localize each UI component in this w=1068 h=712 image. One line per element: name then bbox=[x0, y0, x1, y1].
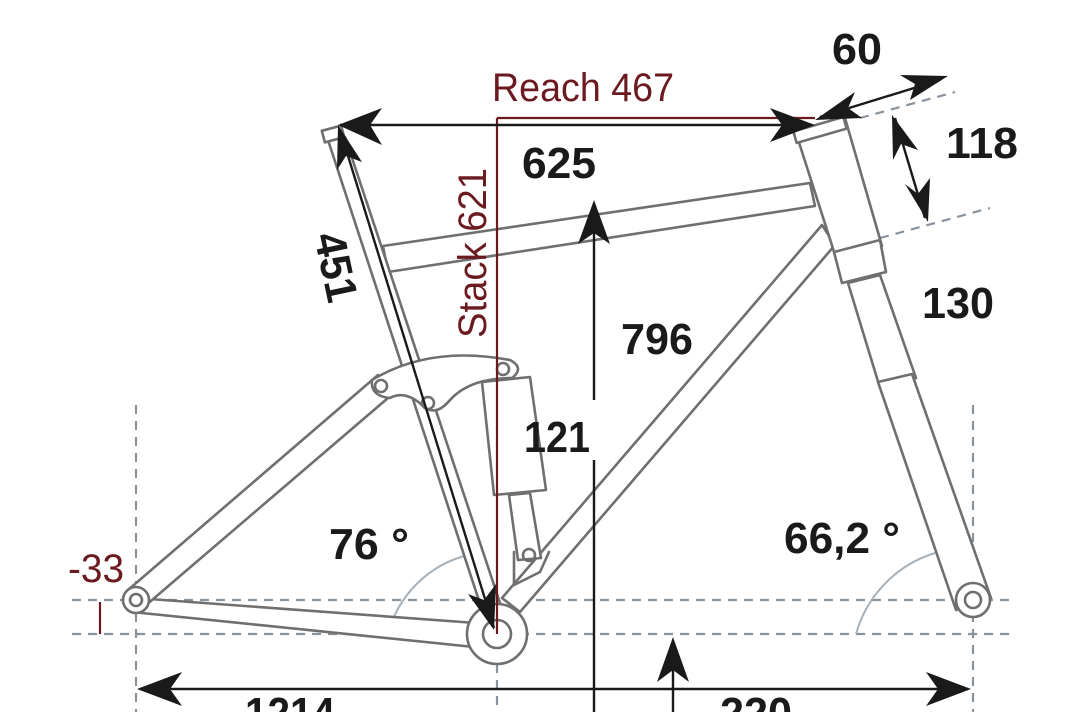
reach-label: Reach 467 bbox=[492, 66, 674, 110]
rear-travel-label: 121 bbox=[524, 413, 590, 462]
fork-crown bbox=[832, 238, 888, 285]
wheelbase-dimension bbox=[137, 672, 971, 706]
top-tube-dimension bbox=[338, 108, 815, 145]
stack-label: Stack 621 bbox=[451, 168, 495, 338]
seat-stay bbox=[126, 373, 397, 608]
bike-frame bbox=[121, 115, 993, 666]
rocker-link bbox=[370, 354, 520, 412]
stem-label: 60 bbox=[832, 25, 882, 74]
wheelbase-label: 1214 bbox=[245, 689, 335, 712]
rear-shock-shaft bbox=[507, 491, 543, 562]
fork-label: 130 bbox=[922, 279, 994, 328]
seat-angle-label: 76 ° bbox=[329, 520, 409, 569]
head-angle-label: 66,2 ° bbox=[784, 514, 900, 563]
head-angle-arc bbox=[855, 552, 936, 635]
front-center-label: 220 bbox=[720, 689, 792, 712]
head-tube-dimension bbox=[892, 115, 930, 222]
seat-tube-label: 451 bbox=[304, 228, 366, 307]
seat-tube-dimension bbox=[337, 125, 496, 630]
stem-dimension bbox=[815, 75, 948, 120]
standover-dimension bbox=[578, 200, 610, 712]
head-tube-label: 118 bbox=[946, 119, 1018, 168]
bb-drop-label: -33 bbox=[68, 547, 124, 591]
stack-reach-lines bbox=[495, 116, 815, 634]
bb-height-dimension bbox=[657, 637, 689, 712]
fork-upper bbox=[846, 273, 918, 390]
chain-stay bbox=[130, 596, 478, 649]
top-tube-label: 625 bbox=[522, 139, 596, 188]
standover-label: 796 bbox=[621, 315, 693, 364]
